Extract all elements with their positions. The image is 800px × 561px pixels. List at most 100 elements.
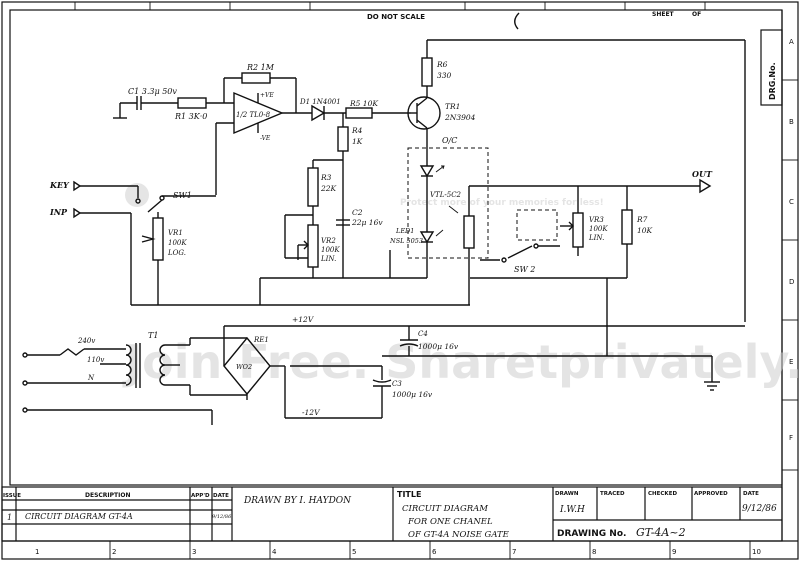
- vr3-type: LIN.: [588, 234, 604, 242]
- oc-label: O/C: [442, 136, 457, 145]
- row-date: 9/12/86: [212, 514, 232, 520]
- border-number-2: 2: [112, 548, 116, 556]
- date2-value: 9/12/86: [742, 504, 777, 514]
- c2-value: 22μ 16v: [351, 218, 383, 227]
- r5-label: R5 10K: [349, 99, 378, 108]
- out-label: OUT: [692, 169, 713, 179]
- opamp-pos-supply: +VE: [260, 92, 274, 99]
- c3-plate-a: [372, 379, 392, 383]
- r6-value: 330: [437, 71, 452, 80]
- inp-input-label: INP: [49, 207, 68, 217]
- sw1-label: SW1: [173, 191, 192, 200]
- tr1-label: TR1: [445, 102, 460, 111]
- r5-resistor: [345, 107, 373, 119]
- vr3-value: 100K: [589, 225, 608, 233]
- border-letter-e: E: [789, 358, 793, 366]
- r3-value: 22K: [320, 184, 337, 193]
- border-number-4: 4: [272, 548, 277, 556]
- optocoupler-box: [407, 147, 489, 259]
- drawn-header: DRAWN: [555, 491, 579, 497]
- v110-label: 110v: [87, 356, 104, 364]
- c2-label: C2: [352, 208, 363, 217]
- c4-value: 1000μ 16v: [418, 342, 459, 351]
- r2-resistor: [241, 72, 271, 84]
- opamp-label: 1/2 TL0-8: [236, 111, 271, 119]
- do-not-scale-label: DO NOT SCALE: [367, 13, 425, 21]
- date2-header: DATE: [743, 491, 759, 497]
- input-section: C1 3.3μ 50v R1 3K·0 R2 1M 1/2 TL0-8 +VE …: [49, 63, 470, 306]
- vr2-type: LIN.: [320, 255, 336, 263]
- appd-header: APP'D: [191, 493, 210, 499]
- r7-resistor: [621, 209, 633, 245]
- border-number-10: 10: [752, 548, 761, 556]
- watermark-tagline: Protect more of your memories for less!: [400, 198, 604, 208]
- c4-plate-b: [399, 343, 419, 347]
- t1-primary: [125, 344, 132, 386]
- r4-resistor: [337, 126, 349, 152]
- r4-value: 1K: [352, 137, 363, 146]
- traced-header: TRACED: [600, 491, 625, 497]
- w02-label: WO2: [236, 363, 252, 371]
- led1-label: LED1: [395, 227, 414, 235]
- border-letter-c: C: [789, 198, 794, 206]
- of-label: OF: [692, 11, 701, 18]
- r7-label: R7: [636, 215, 648, 224]
- title-block: ISSUE DESCRIPTION APP'D DATE 1 CIRCUIT D…: [1, 486, 783, 542]
- r4-label: R4: [351, 126, 363, 135]
- description-header: DESCRIPTION: [85, 492, 131, 499]
- date-header: DATE: [213, 493, 229, 499]
- title-line-2: FOR ONE CHANEL: [407, 517, 493, 527]
- r3-label: R3: [320, 173, 332, 182]
- drg-no-label: DRG.No.: [768, 62, 777, 100]
- key-input-label: KEY: [49, 180, 70, 190]
- vr2-value: 100K: [321, 246, 340, 254]
- vtl-label: VTL-5C2: [430, 191, 462, 199]
- border-number-6: 6: [432, 548, 437, 556]
- fuse-symbol: [59, 348, 85, 356]
- border-letter-a: A: [789, 38, 794, 46]
- row-issue: 1: [7, 513, 12, 522]
- driver-section: R6 330 TR1 2N3904 O/C VTL-5C2 LED1 NSL 5…: [389, 39, 746, 322]
- vr1-value: 100K: [168, 239, 187, 247]
- opamp-neg-supply: -VE: [260, 135, 271, 142]
- border-number-9: 9: [672, 548, 676, 556]
- c1-label: C1 3.3μ 50v: [128, 87, 177, 96]
- vr2-label: VR2: [321, 237, 336, 245]
- led-symbol: [419, 165, 435, 178]
- r2-label: R2 1M: [246, 63, 275, 72]
- key-input-connector: [73, 180, 82, 192]
- vr1-label: VR1: [168, 229, 183, 237]
- plus12-label: +12V: [292, 315, 315, 324]
- vr1-type: LOG.: [167, 249, 186, 257]
- r6-resistor: [421, 57, 433, 87]
- led1-symbol: [419, 231, 435, 244]
- sheet-label: SHEET: [652, 11, 675, 18]
- minus12-label: -12V: [302, 408, 321, 417]
- watermark-logo-icon: [125, 183, 149, 207]
- checked-header: CHECKED: [648, 491, 677, 497]
- border-number-5: 5: [352, 548, 356, 556]
- border-number-7: 7: [512, 548, 516, 556]
- d1-diode: [311, 104, 326, 122]
- vr2-pot: [307, 224, 319, 268]
- v240-label: 240v: [77, 337, 95, 345]
- c3-value: 1000μ 16v: [392, 390, 433, 399]
- border-number-3: 3: [192, 548, 196, 556]
- re1-label: RE1: [253, 336, 269, 344]
- drawn-by: DRAWN BY I. HAYDON: [243, 496, 352, 506]
- drawing-no-header: DRAWING No.: [557, 529, 626, 539]
- title-line-3: OF GT-4A NOISE GATE: [408, 530, 510, 540]
- vr3-pot: [572, 212, 584, 248]
- issue-header: ISSUE: [3, 493, 21, 499]
- r1-label: R1 3K·0: [174, 112, 207, 121]
- r1-resistor: [177, 97, 207, 109]
- title-header: TITLE: [397, 490, 421, 499]
- tr1-transistor: [407, 96, 441, 130]
- n-label: N: [87, 374, 95, 382]
- r6-label: R6: [436, 60, 448, 69]
- drawing-no-value: GT-4A~2: [636, 526, 686, 539]
- border-number-8: 8: [592, 548, 596, 556]
- power-supply-section: 240v 110v N T1 RE1 WO2 +12V -12V: [22, 315, 745, 425]
